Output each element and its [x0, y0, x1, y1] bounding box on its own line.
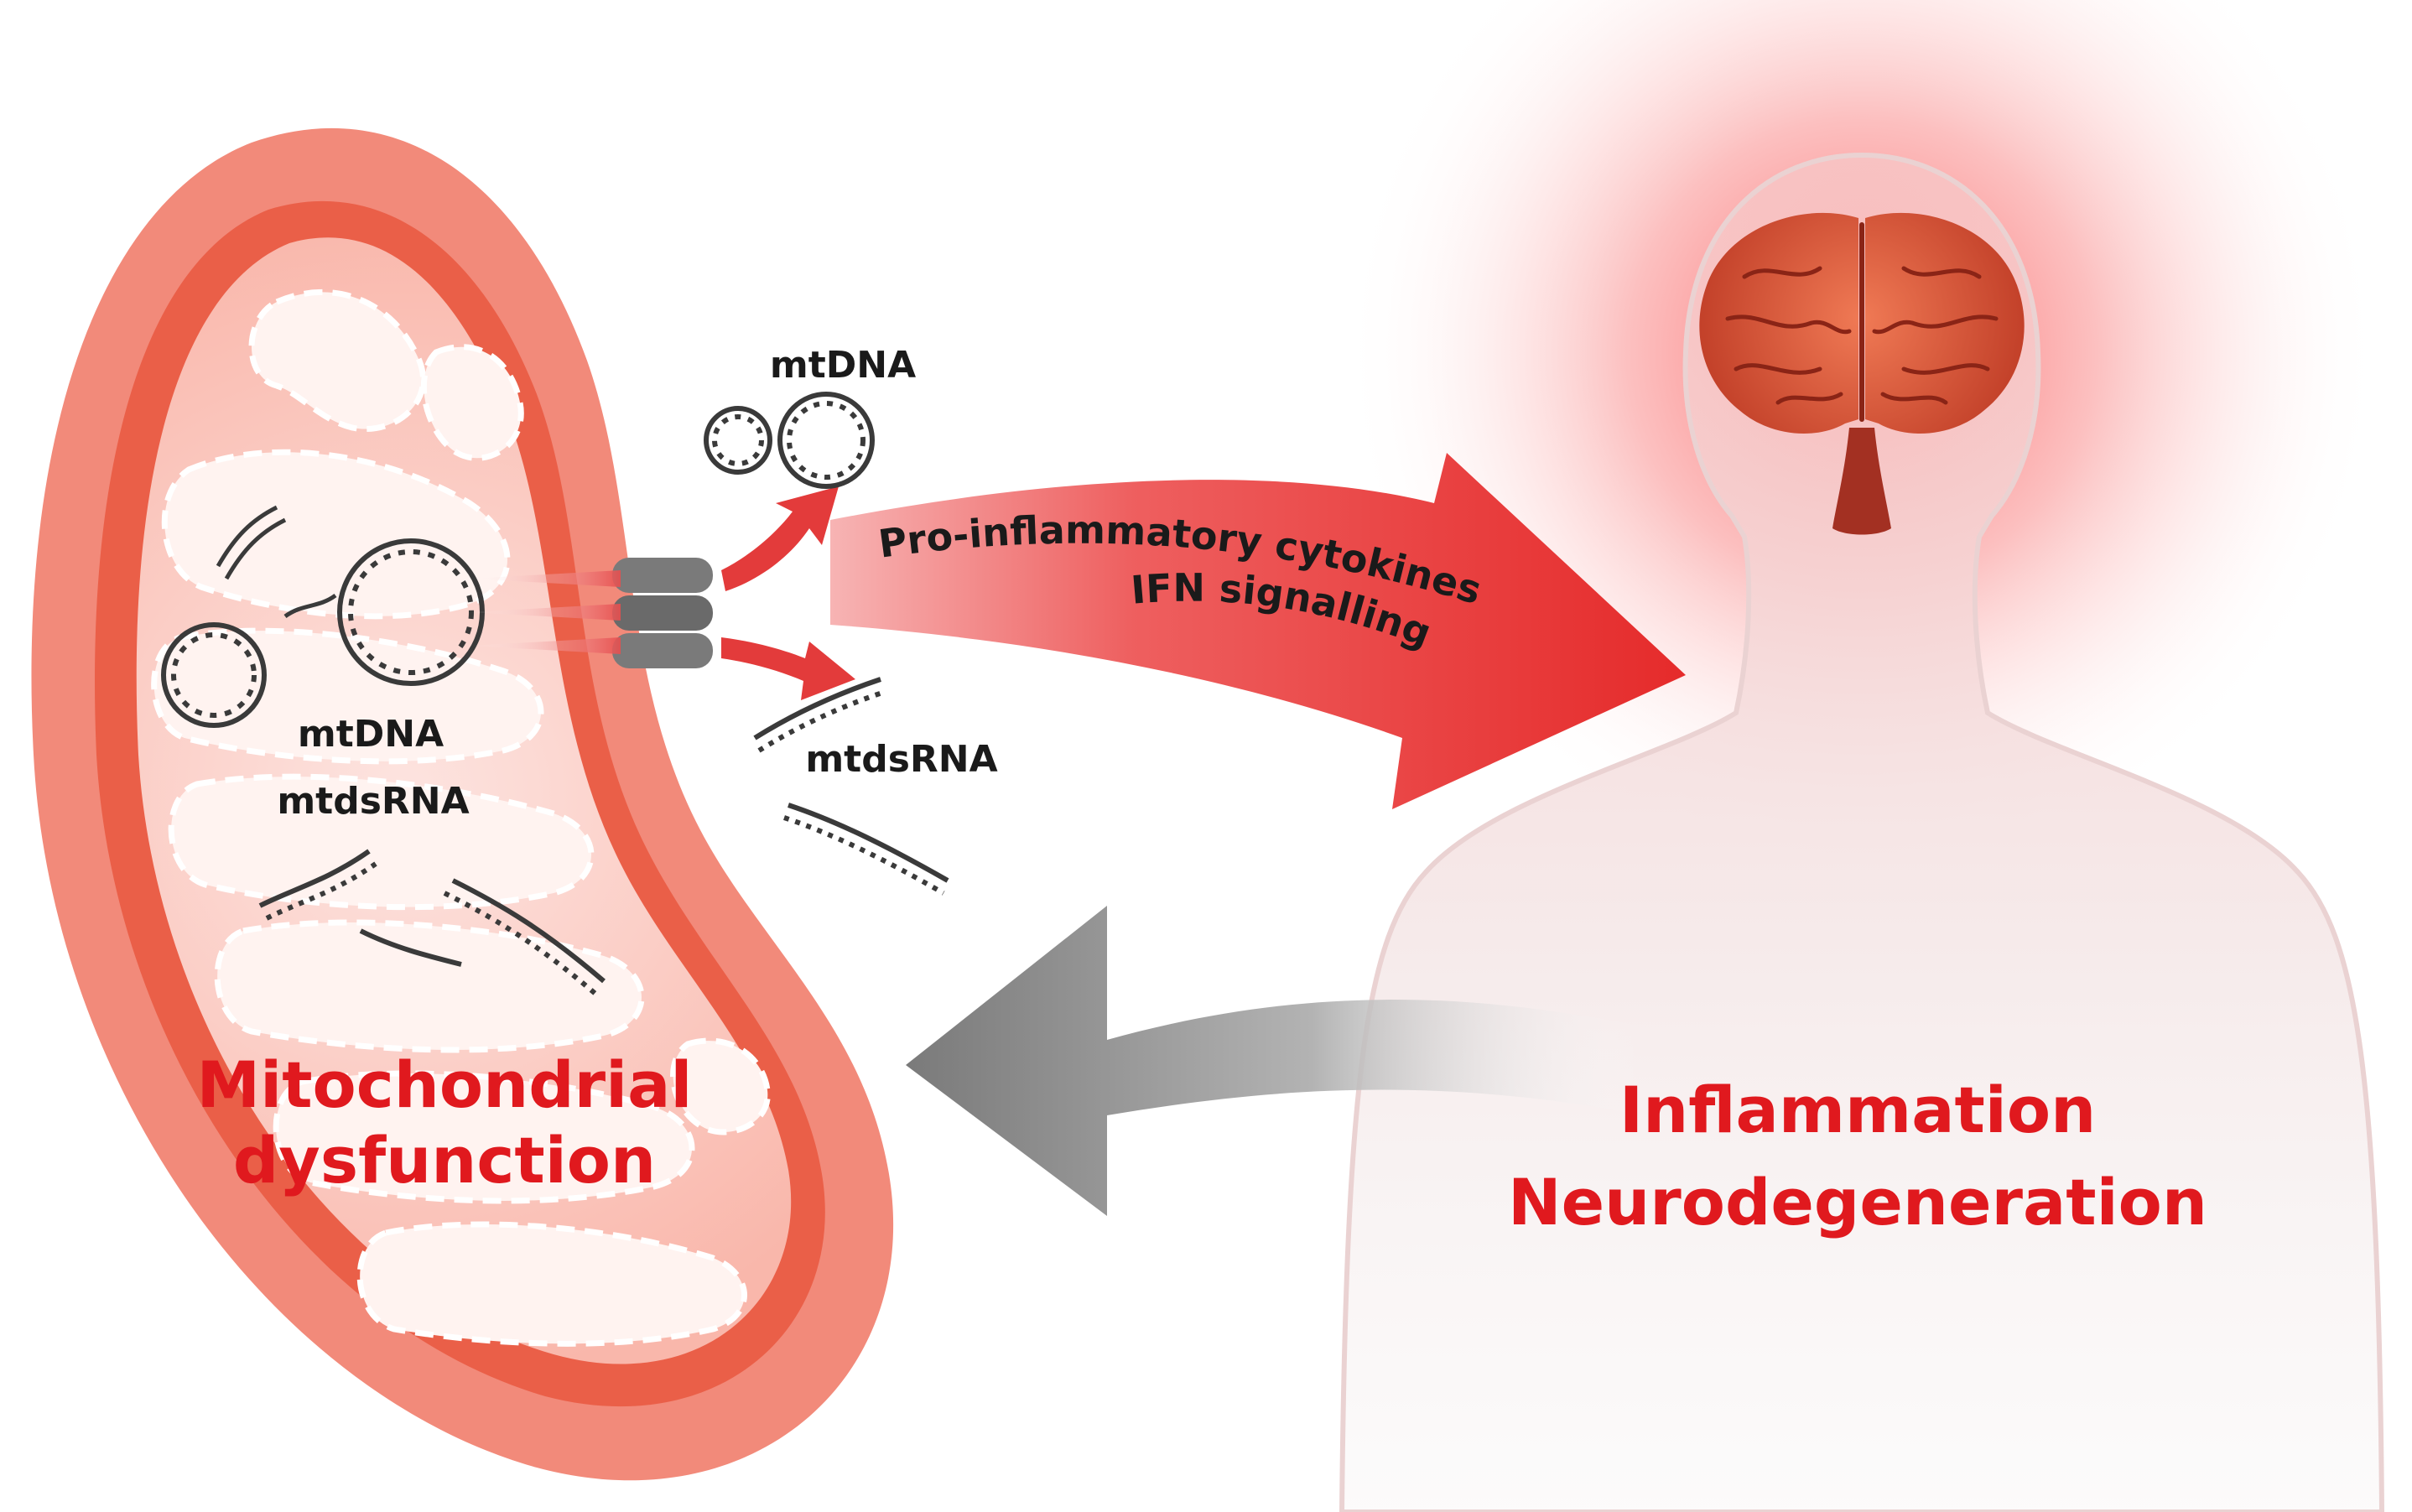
human-silhouette	[1292, 0, 2412, 1512]
cytokine-signal-arrow	[830, 453, 1686, 809]
inner-mtdsrna-icon	[258, 849, 606, 996]
inflammation-title-line1: Inflammation	[1619, 1073, 2096, 1147]
mitochondrial-title-line2: dysfunction	[233, 1123, 656, 1198]
mitochondrial-title-line1: Mitochondrial	[197, 1047, 693, 1122]
body-outline	[1339, 152, 2385, 1512]
release-arrow-down	[721, 637, 855, 700]
release-rays	[470, 570, 621, 654]
inner-mtdsrna-label: mtdsRNA	[277, 780, 469, 823]
inflammation-title-line2: Neurodegeneration	[1508, 1165, 2207, 1239]
mitochondrion-icon	[31, 127, 894, 1481]
brain-icon	[1699, 212, 2025, 535]
mito-cristae	[151, 288, 771, 1347]
released-mtdsrna-label: mtdsRNA	[805, 738, 997, 781]
inner-dna-helix-icon	[216, 505, 337, 619]
inner-mtdna-label: mtDNA	[298, 713, 444, 756]
release-arrow-up	[721, 486, 839, 591]
feedback-arrow	[906, 906, 1644, 1216]
release-arrows	[721, 486, 855, 700]
released-mtdna-label: mtDNA	[770, 344, 916, 387]
membrane-channel-icon	[612, 558, 713, 668]
released-mtdsrna-icon	[753, 677, 949, 896]
released-mtdna-icon	[704, 392, 875, 489]
